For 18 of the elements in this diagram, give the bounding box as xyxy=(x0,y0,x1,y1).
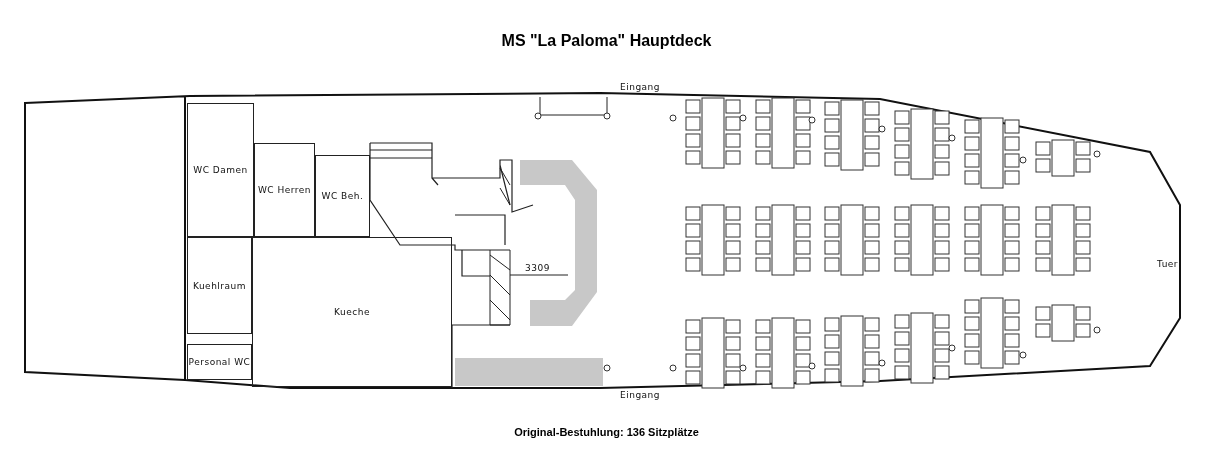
entrance-label: Eingang xyxy=(620,390,661,400)
plan-caption: Original-Bestuhlung: 136 Sitzplätze xyxy=(513,426,700,438)
room-label: Personal WC xyxy=(188,357,251,367)
room-label: WC Damen xyxy=(193,165,248,175)
room-label: Kuehlraum xyxy=(192,280,247,291)
room xyxy=(315,155,370,237)
room xyxy=(187,344,252,380)
room-label: WC Herren xyxy=(257,185,312,195)
door-label: Tuer xyxy=(1157,259,1179,269)
room-label: Kueche xyxy=(334,307,370,317)
room-label: WC Beh. xyxy=(321,191,364,201)
dimension-label: 3309 xyxy=(525,263,550,273)
plan-title: MS "La Paloma" Hauptdeck xyxy=(500,32,713,50)
entrance-label: Eingang xyxy=(620,82,661,92)
room xyxy=(254,143,315,237)
room xyxy=(252,237,452,387)
room xyxy=(187,237,252,334)
room xyxy=(187,103,254,237)
